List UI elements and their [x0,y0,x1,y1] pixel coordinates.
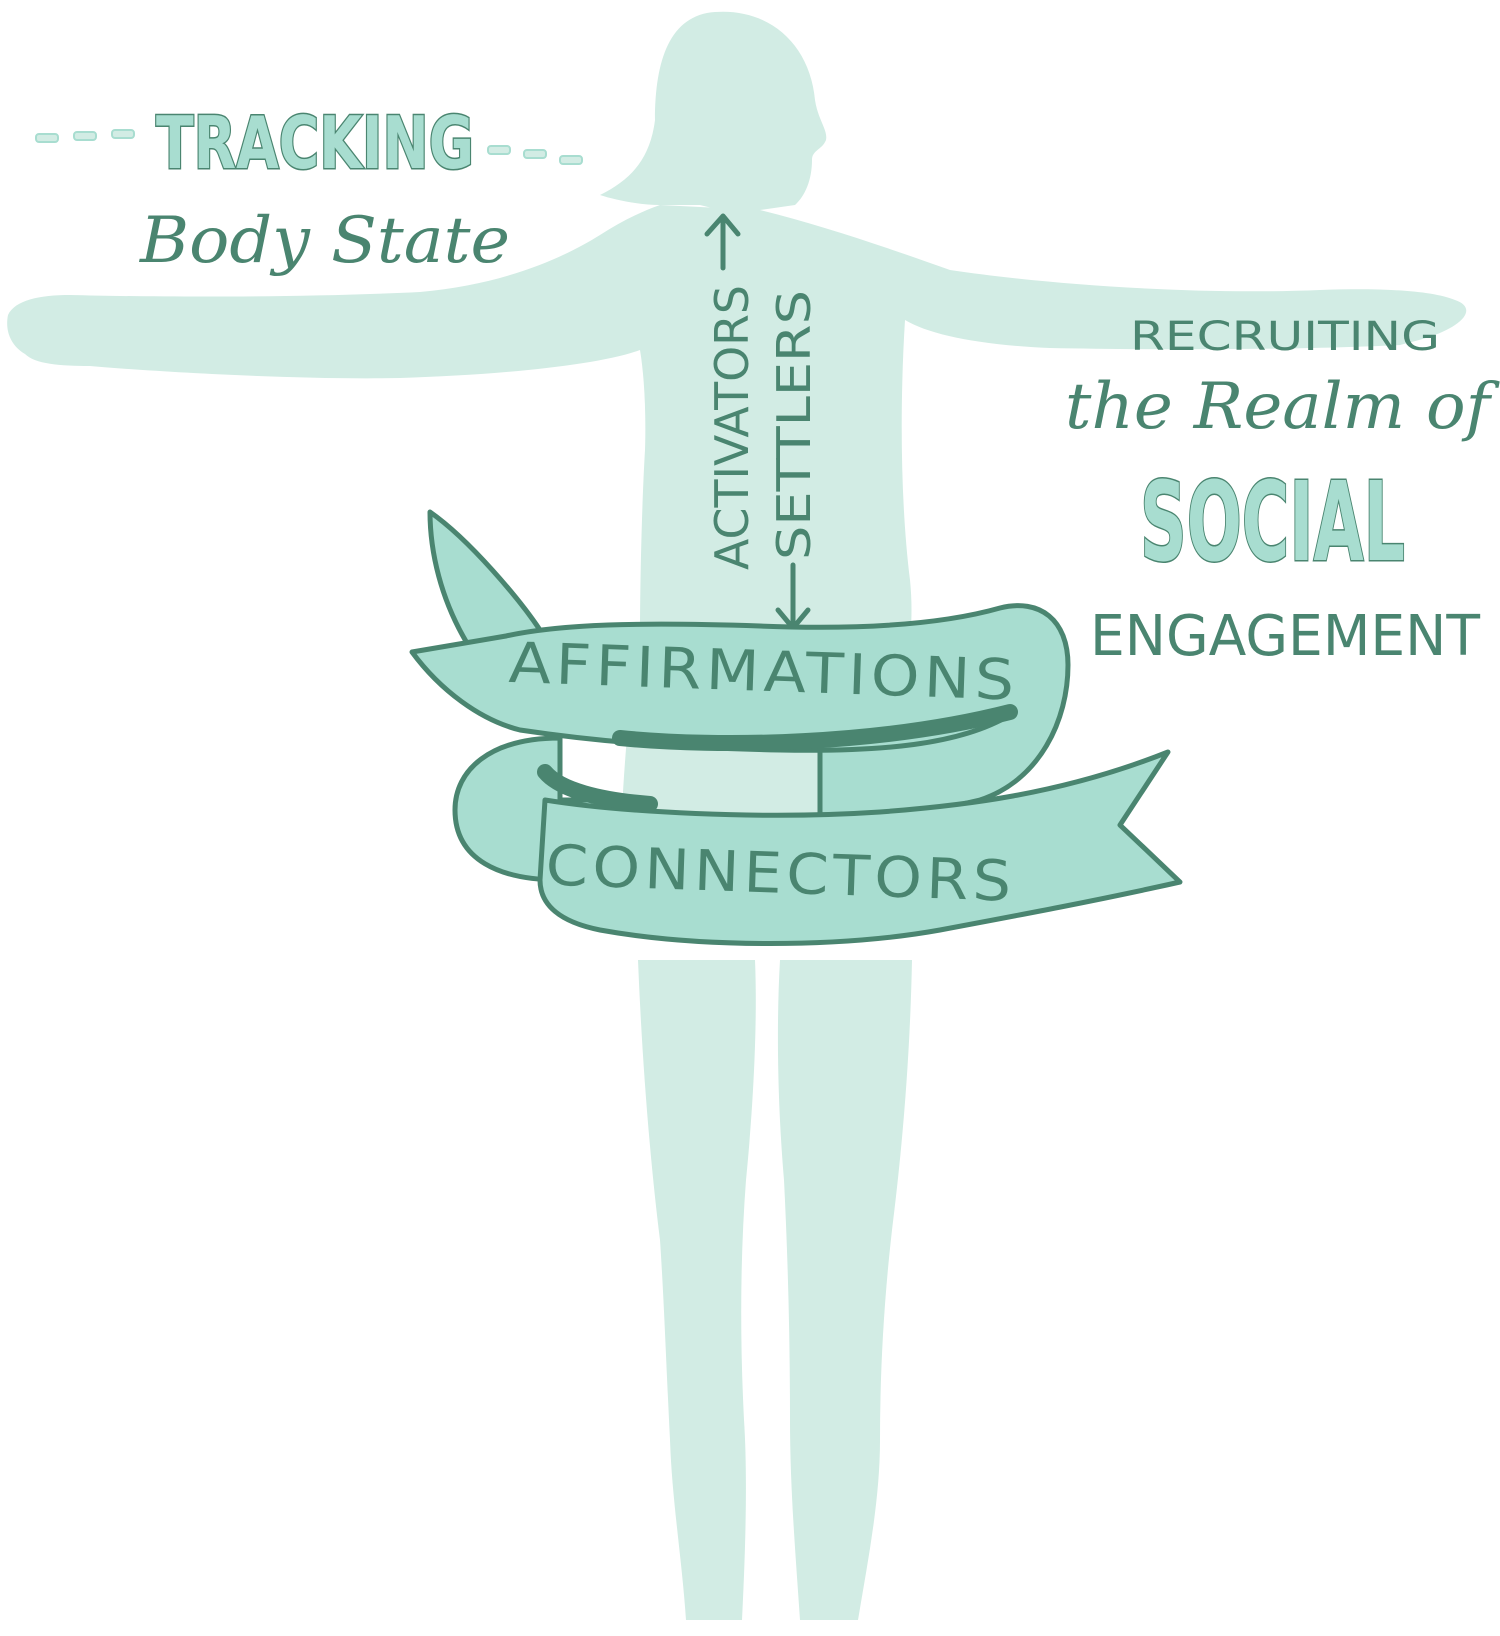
dashes-right-icon [487,145,583,165]
tracking-label: TRACKING [156,101,474,185]
social-label: SOCIAL [1140,458,1405,586]
body-state-label: Body State [139,204,510,278]
connectors-curl [537,764,658,812]
right-leg-shape [777,960,912,1620]
engagement-label: ENGAGEMENT [1090,604,1481,669]
dashes-left-icon [35,129,135,143]
left-leg-shape [638,960,756,1620]
recruiting-label: RECRUITING [1130,314,1440,360]
connectors-ribbon [537,749,1183,946]
torso-arms-shape [7,205,1467,640]
affirmations-curl [612,704,1018,752]
realm-of-label: the Realm of [1065,370,1500,444]
head-shape [600,11,827,216]
activators-label: ACTIVATORS [705,285,759,570]
affirmations-ribbon-tail [427,509,543,651]
settlers-label: SETTLERS [767,290,821,560]
ribbon-banner [409,509,1183,946]
